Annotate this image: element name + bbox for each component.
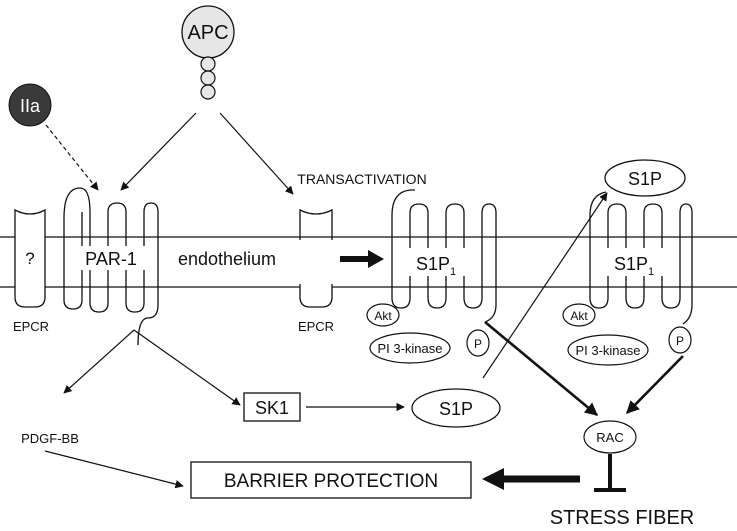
pi3k-left-label: PI 3-kinase: [377, 341, 442, 356]
apc-bead-1: [200, 56, 216, 72]
arrow-p-right-to-rac: [626, 355, 684, 414]
iia-label: IIa: [20, 96, 41, 116]
p-right-node: [668, 326, 692, 354]
arrow-p-left-to-rac: [484, 320, 599, 417]
s1p-mid-label: S1P: [439, 399, 473, 419]
pi3k-left-node: [369, 332, 451, 364]
transactivation-arrow-head: [368, 250, 384, 268]
par1-receptor-loop: [63, 212, 83, 310]
barrier-protection-label: BARRIER PROTECTION: [224, 471, 438, 492]
p-left-label: P: [474, 337, 482, 351]
epcr-mid-gap: [298, 240, 334, 284]
apc-label: APC: [187, 22, 228, 44]
sk1-box: [243, 392, 301, 422]
arrow-s1p-to-s1p-top: [482, 192, 608, 379]
question-label: ?: [25, 249, 34, 268]
arrow-par1-to-sk1: [133, 329, 241, 406]
s1p1-left-sub: 1: [450, 266, 456, 278]
arrow-par1-to-pdgf: [63, 329, 135, 394]
pi3k-right-node: [567, 334, 649, 366]
arrow-apc-to-par1: [120, 112, 197, 191]
akt-left-node: [366, 303, 400, 327]
s1p1-right-text: S1P: [614, 254, 648, 274]
barrier-arrow-head: [482, 468, 504, 490]
arrow-pdgf-to-barrier: [44, 450, 184, 489]
apc-bead-3: [200, 84, 216, 100]
arrow-iia-to-par1: [45, 124, 99, 191]
par1-label: PAR-1: [85, 249, 137, 269]
s1p1-right-nterm: [589, 191, 607, 216]
akt-right-node: [562, 303, 596, 327]
iia-node: [8, 83, 52, 127]
s1p1-left-text: S1P: [416, 254, 450, 274]
epcr-left-receptor: [14, 208, 46, 308]
barrier-protection-box: [190, 461, 472, 499]
epcr-left-label: EPCR: [13, 319, 49, 334]
s1p1-right-receptor: [589, 203, 693, 325]
s1p1-right-label-bg: [604, 248, 666, 276]
endothelium-label: endothelium: [178, 249, 276, 269]
par1-label-bg: [70, 246, 150, 270]
pi3k-right-label: PI 3-kinase: [575, 343, 640, 358]
rac-label: RAC: [596, 430, 623, 445]
s1p1-right-label: S1P1: [614, 254, 654, 278]
s1p1-left-label-bg: [404, 248, 466, 276]
p-right-label: P: [676, 334, 684, 348]
arrow-apc-to-epcr: [219, 112, 294, 195]
s1p-top-label: S1P: [628, 169, 662, 189]
s1p1-left-nterm: [391, 189, 415, 216]
s1p1-left-label: S1P1: [416, 254, 456, 278]
rac-node: [583, 420, 637, 454]
epcr-mid-label: EPCR: [298, 319, 334, 334]
sk1-label: SK1: [255, 398, 289, 418]
s1p-mid-node: [411, 388, 501, 428]
p-left-node: [466, 329, 490, 357]
stress-fiber-label: STRESS FIBER: [550, 507, 694, 529]
s1p1-right-sub: 1: [648, 266, 654, 278]
akt-right-label: Akt: [570, 309, 588, 323]
apc-bead-2: [200, 70, 216, 86]
pdgf-label: PDGF-BB: [21, 431, 79, 446]
akt-left-label: Akt: [374, 309, 392, 323]
transactivation-label: TRANSACTIVATION: [297, 171, 426, 187]
s1p-top-node: [604, 159, 686, 197]
s1p1-left-receptor: [391, 203, 497, 323]
